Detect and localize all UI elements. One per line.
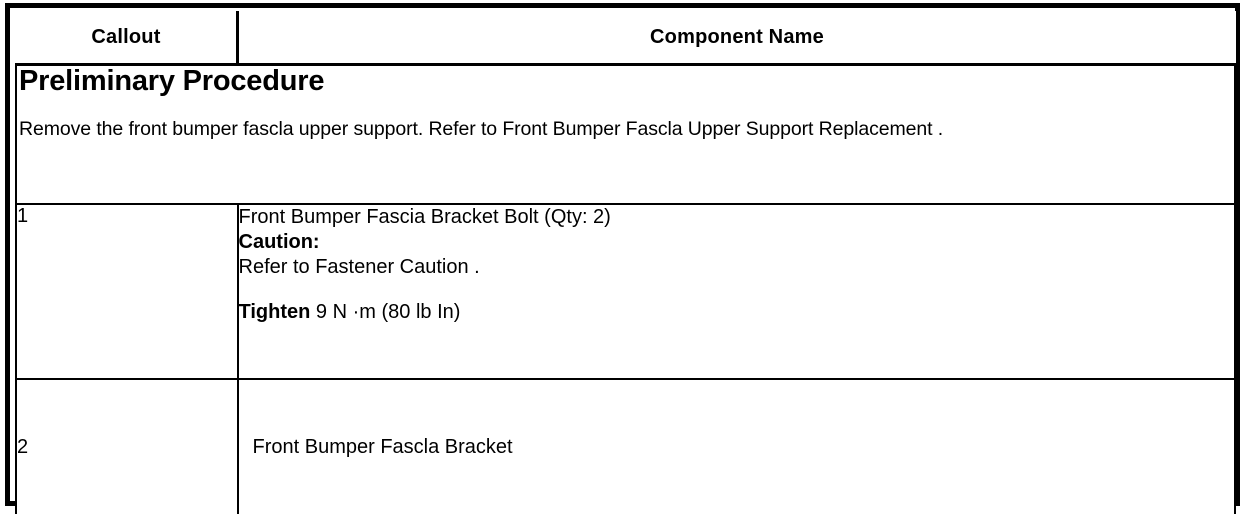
- table-header-row: Callout Component Name: [16, 11, 1235, 66]
- torque-label: Tighten: [238, 300, 311, 323]
- table-outer-frame: Callout Component Name Preliminary Proce…: [5, 3, 1240, 514]
- preliminary-procedure-row: Preliminary Procedure Remove the front b…: [15, 63, 1236, 205]
- table-row: 1 Front Bumper Fascia Bracket Bolt (Qty:…: [15, 202, 1236, 381]
- callout-number-1: 1: [15, 202, 239, 381]
- caution-reference-text: Refer to Fastener Caution .: [238, 256, 480, 279]
- line-spacer: [239, 281, 1235, 300]
- preliminary-procedure-cell: Preliminary Procedure Remove the front b…: [15, 63, 1236, 205]
- component-name-line: Front Bumper Fascla Bracket: [252, 435, 513, 458]
- table-row: 2 Front Bumper Fascla Bracket: [15, 378, 1236, 514]
- preliminary-procedure-title: Preliminary Procedure: [19, 65, 325, 97]
- column-header-callout: Callout: [16, 11, 239, 66]
- component-name-line: Front Bumper Fascia Bracket Bolt (Qty: 2…: [238, 205, 611, 228]
- component-description-1: Front Bumper Fascia Bracket Bolt (Qty: 2…: [236, 202, 1236, 381]
- preliminary-procedure-text: Remove the front bumper fascla upper sup…: [19, 118, 944, 141]
- torque-value-text: 9 N ·m (80 lb In): [315, 300, 461, 323]
- component-callout-table: Callout Component Name Preliminary Proce…: [15, 11, 1236, 514]
- callout-number-2: 2: [15, 378, 239, 514]
- torque-spec-line: Tighten 9 N ·m (80 lb In): [239, 300, 1235, 325]
- component-description-2: Front Bumper Fascla Bracket: [236, 378, 1236, 514]
- column-header-component-name: Component Name: [237, 11, 1235, 66]
- caution-label: Caution:: [238, 231, 320, 253]
